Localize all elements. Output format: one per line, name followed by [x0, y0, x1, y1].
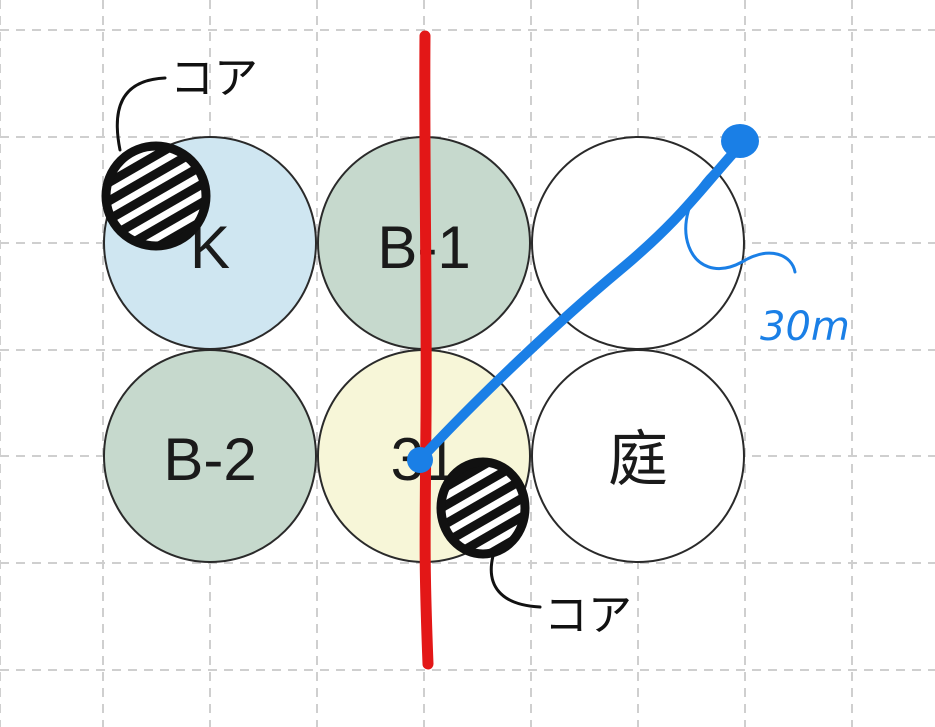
- distance-marker: 30m: [407, 124, 850, 473]
- distance-label: 30m: [760, 304, 850, 350]
- zone-b2-circle: [103, 349, 317, 563]
- distance-endpoint-start: [407, 447, 433, 473]
- core-bottom-mark: [436, 457, 530, 559]
- zone-garden-circle: [531, 349, 745, 563]
- divider-line: [419, 30, 434, 670]
- core-bottom-leader: [489, 554, 542, 609]
- core-top: コア: [101, 53, 258, 251]
- distance-leader: [684, 170, 797, 274]
- distance-line: [413, 145, 741, 467]
- core-bottom: コア: [436, 457, 632, 641]
- distance-endpoint-end: [721, 124, 759, 158]
- zone-b2-label: B-2: [163, 426, 256, 493]
- core-bottom-label: コア: [544, 590, 632, 641]
- core-top-leader: [115, 76, 167, 152]
- core-top-mark: [101, 141, 211, 251]
- core-top-label: コア: [170, 53, 258, 104]
- zone-garden-label: 庭: [608, 426, 668, 493]
